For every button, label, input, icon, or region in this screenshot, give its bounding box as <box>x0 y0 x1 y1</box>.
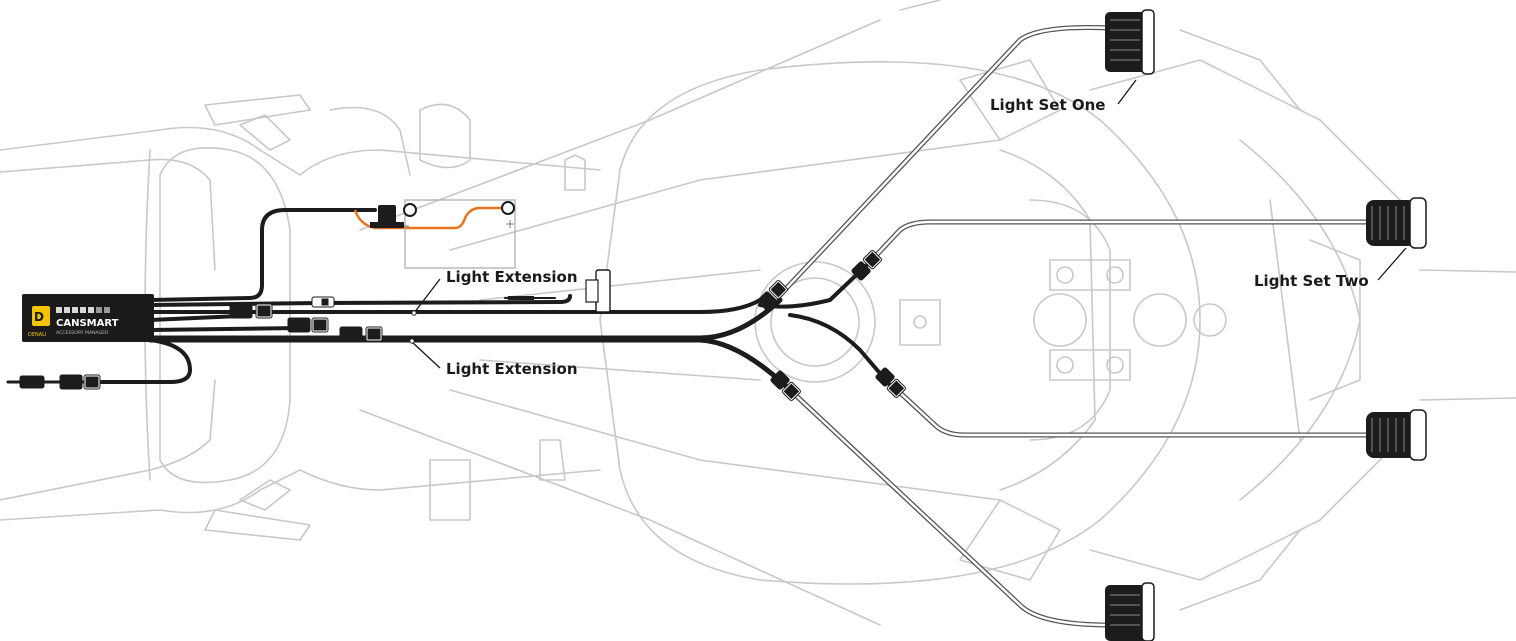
light-set-two-top-pod <box>1366 197 1427 249</box>
light-set-two-label: Light Set Two <box>1254 272 1369 290</box>
power-wire <box>353 206 505 230</box>
device-subtitle: ACCESSORY MANAGER <box>56 330 109 336</box>
device-brand: CANSMART <box>56 318 119 329</box>
light-extension-upper-label: Light Extension <box>446 268 578 286</box>
battery-positive-symbol: + <box>505 217 515 231</box>
main-harness <box>6 208 892 393</box>
indicator-leds <box>56 307 110 313</box>
light-set-one-cables <box>777 25 1113 628</box>
battery-negative-terminal <box>403 203 417 217</box>
battery-positive-terminal <box>501 201 515 215</box>
light-set-two-cables <box>867 219 1373 438</box>
harness-connectors <box>19 250 906 401</box>
accessory-switch <box>508 269 611 313</box>
battery: − + <box>370 199 516 269</box>
battery-negative-symbol: − <box>400 219 410 233</box>
callout-leaders <box>409 79 1407 369</box>
fuse-holder <box>378 205 396 225</box>
cansmart-controller: D DENALI CANSMART ACCESSORY MANAGER <box>22 294 154 342</box>
maker-mark: DENALI <box>28 332 46 338</box>
light-set-one-bottom-pod <box>1105 582 1155 641</box>
motorcycle-outline <box>0 0 1516 626</box>
light-extension-lower-label: Light Extension <box>446 360 578 378</box>
light-set-one-top-pod <box>1105 9 1155 75</box>
light-set-one-label: Light Set One <box>990 96 1106 114</box>
svg-text:D: D <box>34 310 44 324</box>
light-set-two-bottom-pod <box>1366 409 1427 461</box>
